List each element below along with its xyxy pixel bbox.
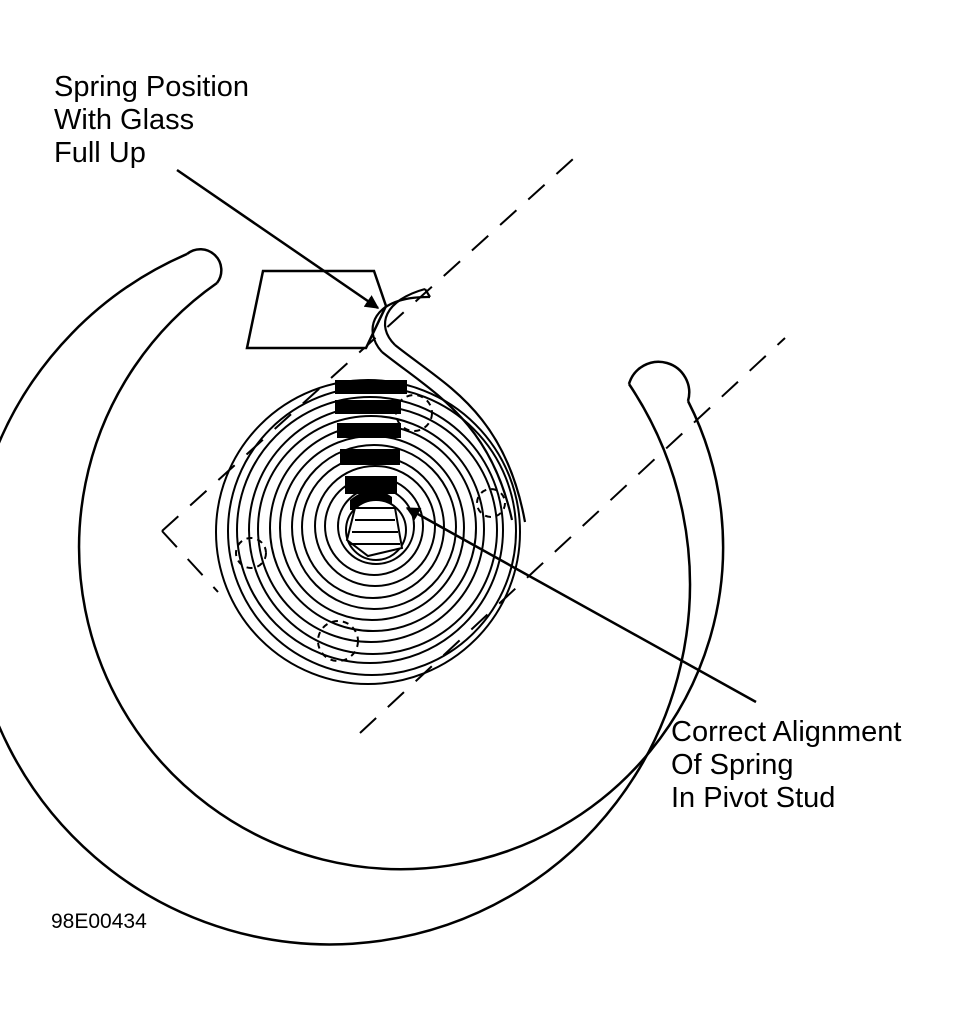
callout-line: Full Up (54, 137, 146, 169)
dashed-guide-lines (161, 149, 786, 734)
hidden-rivet-marks (235, 394, 506, 662)
callout-line: Correct Alignment (671, 716, 902, 748)
callout-arrows (176, 168, 757, 704)
callout-line: Of Spring (671, 749, 794, 781)
callout-spring-position: Spring Position With Glass Full Up (54, 71, 249, 170)
c-bracket (0, 247, 725, 946)
callout-correct-alignment: Correct Alignment Of Spring In Pivot Stu… (671, 716, 902, 815)
clip-block (245, 269, 388, 350)
callout-line: Spring Position (54, 71, 250, 103)
arrow-correct-alignment (405, 506, 757, 704)
figure-code: 98E00434 (51, 910, 147, 933)
spring-hook-tang (371, 287, 527, 523)
callout-line: In Pivot Stud (671, 782, 836, 814)
callout-line: With Glass (54, 104, 195, 136)
pivot-stud (345, 499, 407, 561)
arrow-spring-position (176, 168, 380, 310)
